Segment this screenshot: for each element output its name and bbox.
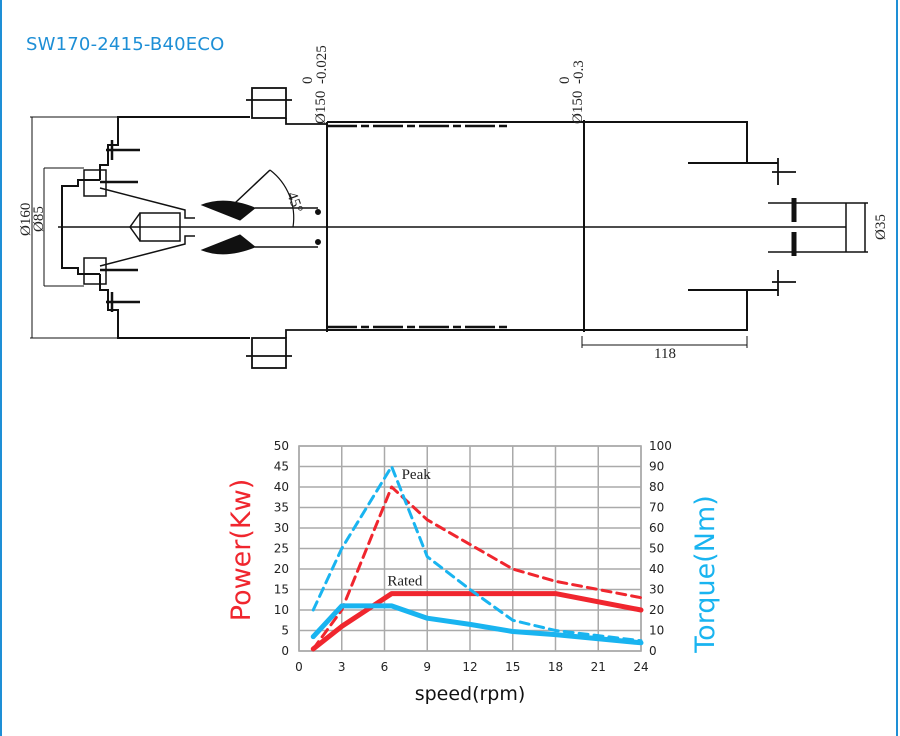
- cone: [99, 187, 195, 267]
- y-tick-label: 15: [274, 583, 289, 597]
- x-tick-label: 6: [381, 660, 389, 674]
- top-bracket: [251, 87, 287, 119]
- bottom-bracket: [251, 337, 287, 369]
- tube-dimension-1-upper: 0: [300, 77, 316, 85]
- right-border: [896, 0, 898, 736]
- tube-dimension-1-lower: -0.025: [314, 45, 330, 84]
- nozzle: [139, 212, 181, 242]
- y-tick-label: 5: [281, 624, 289, 638]
- technical-drawing: 45° 118 Ø35 Ø160 Ø85 Ø150 0 -0.025 Ø150 …: [18, 45, 889, 369]
- x-tick-label: 0: [295, 660, 303, 674]
- outer-diameter-line: [30, 116, 118, 339]
- y-tick-label: 20: [274, 562, 289, 576]
- model-title: SW170-2415-B40ECO: [26, 34, 225, 55]
- bolts: [100, 140, 140, 312]
- flange: [61, 179, 100, 275]
- end-cap: [688, 162, 778, 291]
- chart-series: [310, 465, 644, 652]
- y-tick-label: 25: [274, 542, 289, 556]
- y-axis-label-torque: Torque(Nm): [690, 495, 721, 653]
- tube-dimension-2-lower: -0.3: [571, 60, 587, 84]
- angle-dimension: 45°: [283, 190, 305, 215]
- y-tick-label: 45: [274, 460, 289, 474]
- y2-tick-label: 0: [649, 644, 657, 658]
- tube-dimension-1: Ø150: [313, 91, 329, 124]
- x-tick-label: 21: [591, 660, 606, 674]
- y-tick-label: 0: [281, 644, 289, 658]
- y2-tick-label: 70: [649, 501, 664, 515]
- left-border: [0, 0, 2, 736]
- chart-grid: [298, 445, 642, 652]
- end-bolts: [772, 158, 796, 296]
- y2-tick-label: 60: [649, 521, 664, 535]
- inner-diameter-dimension: Ø85: [31, 206, 47, 232]
- y2-tick-label: 50: [649, 542, 664, 556]
- y2-tick-label: 10: [649, 624, 664, 638]
- pin: [315, 239, 321, 245]
- y-tick-label: 10: [274, 603, 289, 617]
- x-tick-label: 18: [548, 660, 563, 674]
- series-rated-torque: [310, 603, 644, 646]
- gear-shaft: [255, 207, 318, 248]
- x-axis-label: speed(rpm): [415, 683, 526, 705]
- y-tick-label: 30: [274, 521, 289, 535]
- y-tick-label: 40: [274, 480, 289, 494]
- bracket-link: [285, 118, 327, 338]
- length-dimension: 118: [654, 346, 676, 362]
- series-peak-power: [311, 485, 643, 651]
- y2-tick-label: 30: [649, 583, 664, 597]
- y2-tick-label: 20: [649, 603, 664, 617]
- x-tick-label: 24: [633, 660, 648, 674]
- inner-diameter-line: [43, 167, 84, 287]
- tube-dimension-2: Ø150: [570, 91, 586, 124]
- x-tick-label: 15: [505, 660, 520, 674]
- y2-tick-label: 80: [649, 480, 664, 494]
- tube-dimension-2-upper: 0: [557, 77, 573, 85]
- angle-leg: [234, 169, 271, 204]
- shaft-dimension: Ø35: [873, 214, 889, 240]
- tube-outline: [327, 121, 748, 331]
- y-tick-label: 50: [274, 439, 289, 453]
- annotation-rated: Rated: [387, 573, 422, 589]
- y2-tick-label: 100: [649, 439, 672, 453]
- series-peak-torque: [311, 465, 643, 643]
- pin: [315, 209, 321, 215]
- length-dimension-line: [581, 336, 748, 348]
- x-tick-label: 12: [462, 660, 477, 674]
- y-axis-label-power: Power(Kw): [226, 479, 257, 622]
- y-tick-label: 35: [274, 501, 289, 515]
- output-shaft: [768, 202, 868, 253]
- annotation-peak: Peak: [402, 467, 432, 483]
- series-rated-power: [310, 591, 644, 652]
- x-tick-label: 3: [338, 660, 346, 674]
- tube-inner-lines: [327, 124, 510, 329]
- nozzle-tip: [129, 212, 141, 242]
- x-tick-label: 9: [423, 660, 431, 674]
- angle-arc: [269, 169, 295, 228]
- outer-diameter-dimension: Ø160: [18, 203, 34, 236]
- y2-tick-label: 40: [649, 562, 664, 576]
- y2-tick-label: 90: [649, 460, 664, 474]
